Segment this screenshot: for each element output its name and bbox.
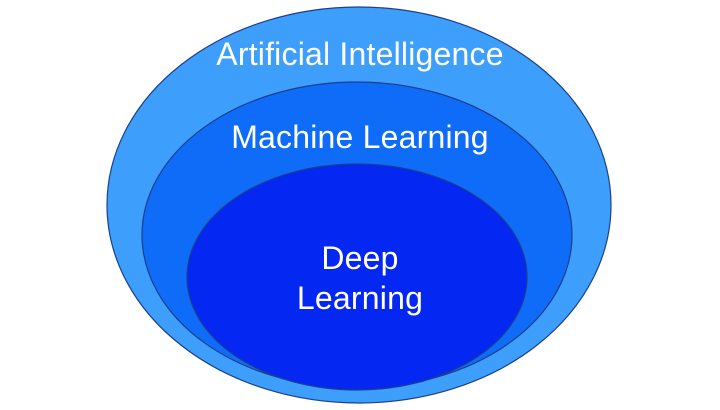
ellipse-deep-learning (186, 163, 528, 391)
label-deep-learning-line-2: Learning (296, 280, 424, 316)
label-artificial-intelligence: Artificial Intelligence (216, 36, 504, 72)
label-machine-learning: Machine Learning (231, 119, 489, 155)
label-deep-learning-line-1: Deep (321, 240, 399, 276)
label-deep-learning: Deep Learning (0, 238, 720, 318)
